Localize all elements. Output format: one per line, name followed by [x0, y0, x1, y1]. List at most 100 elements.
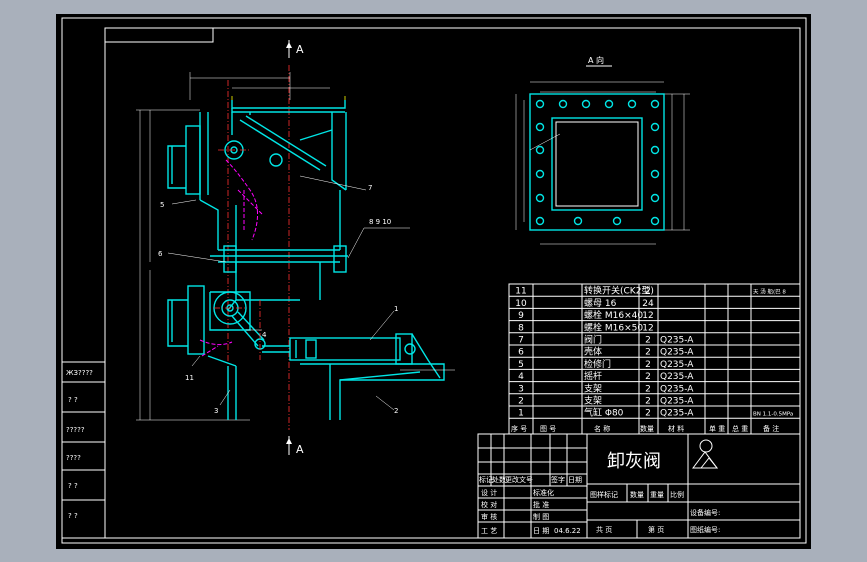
drawing-sheet [56, 14, 811, 549]
bom-cell-name-9: 螺栓 M16×40 [584, 309, 643, 321]
mark-label: 标记 [479, 475, 493, 484]
outer-frame [61, 17, 807, 544]
bom-cell-mat-6: Q235-A [660, 348, 694, 358]
callout-2: 2 [394, 407, 398, 415]
bom-cell-name-10: 螺母 16 [584, 298, 617, 309]
view-a-flange: A 向 [515, 55, 690, 245]
bom-cell-no-8: 8 [518, 323, 524, 333]
scale-label: 比例 [670, 490, 684, 499]
bom-cell-name-2: 支架 [584, 395, 602, 407]
bom-cell-qty-3: 2 [645, 384, 651, 394]
bom-header-total-weight: 总 重 [732, 424, 748, 433]
bom-cell-qty-4: 2 [645, 372, 651, 382]
bom-cell-qty-11: 2 [645, 287, 651, 297]
bom-cell-note-1: BN 1.1-0.5MPa [753, 412, 793, 418]
bom-cell-name-3: 支架 [584, 382, 602, 394]
equipment-number-label: 设备编号: [690, 508, 720, 517]
role-approve: 批 准 [533, 500, 549, 509]
flange-opening [551, 117, 643, 211]
callout-7: 7 [368, 184, 372, 192]
bom-cell-name-1: 气缸 Φ80 [584, 407, 624, 419]
bom-cell-name-11: 转换开关(CK2型) [584, 285, 654, 297]
bom-cell-no-1: 1 [518, 409, 524, 419]
role-draft: 制 图 [533, 512, 549, 521]
bom-cell-no-3: 3 [518, 384, 524, 394]
stage-label: 图样标记 [590, 490, 618, 499]
weight-label: 重量 [650, 491, 664, 499]
corner-box [104, 27, 214, 43]
bom-header-note: 备 注 [763, 424, 779, 433]
bom-cell-no-4: 4 [518, 372, 524, 382]
bom-cell-no-5: 5 [518, 360, 524, 370]
bom-header-no: 序 号 [511, 424, 527, 433]
view-a-label: A 向 [588, 55, 604, 65]
callout-8-9-10: 8 9 10 [369, 218, 391, 226]
flange-outline [529, 93, 665, 231]
drawing-number-label: 图纸编号: [690, 525, 720, 534]
bom-cell-qty-6: 2 [645, 348, 651, 358]
bom-cell-qty-10: 24 [642, 299, 654, 309]
bom-cell-mat-5: Q235-A [660, 360, 694, 370]
bom-header-material: 材 料 [668, 424, 684, 433]
bom-cell-qty-5: 2 [645, 360, 651, 370]
bom-cell-qty-2: 2 [645, 397, 651, 407]
strip-text-1: ЖЗ???? [66, 369, 93, 377]
date-label: 日期 [568, 476, 582, 484]
bom-cell-no-10: 10 [515, 299, 527, 309]
role-check: 校 对 [481, 500, 497, 509]
total-sheets-label: 共 页 [596, 525, 612, 534]
strip-text-4: ???? [66, 454, 81, 462]
bom-cell-name-7: 阀门 [584, 334, 602, 346]
title-block: 标记 处数 更改文号 签字 日期 设 计 校 对 审 核 工 艺 标准化 批 准… [477, 433, 801, 539]
role-standard: 标准化 [533, 488, 554, 497]
bom-cell-qty-9: 12 [642, 311, 653, 321]
left-strip: ЖЗ???? ? ? ????? ???? ? ? ? ? [61, 361, 106, 539]
bom-cell-name-4: 摇杆 [584, 370, 602, 382]
strip-text-3: ????? [66, 426, 85, 434]
bom-header-name: 名 称 [594, 424, 610, 433]
strip-text-5: ? ? [68, 482, 78, 490]
quantity-label: 数量 [630, 490, 644, 499]
inner-frame [104, 27, 801, 539]
callout-4: 4 [262, 331, 267, 339]
bom-cell-no-7: 7 [518, 336, 524, 346]
bom-cell-no-2: 2 [518, 397, 524, 407]
sign-label: 签字 [551, 475, 565, 484]
section-mark-top: A [296, 43, 304, 56]
role-review: 审 核 [481, 512, 497, 521]
callout-5: 5 [160, 201, 164, 209]
sheet-number-label: 第 页 [648, 525, 664, 534]
role-date: 日 期 [533, 527, 549, 535]
drawing-title: 卸灰阀 [607, 451, 661, 472]
bom-cell-name-8: 螺栓 M16×50 [584, 321, 643, 333]
main-elevation-view: A A [136, 40, 455, 456]
bom-cell-qty-1: 2 [645, 409, 651, 419]
company-logo [692, 439, 719, 469]
bom-cell-no-9: 9 [518, 311, 524, 321]
bom-cell-mat-4: Q235-A [660, 372, 694, 382]
bom-cell-mat-1: Q235-A [660, 409, 694, 419]
callout-1: 1 [394, 305, 398, 313]
bom-cell-no-6: 6 [518, 348, 524, 358]
bom-cell-note-11: 天 汤 船(巴 8 [753, 288, 786, 296]
bom-cell-name-6: 壳体 [584, 346, 602, 358]
strip-text-2: ? ? [68, 396, 78, 404]
change-doc-label: 更改文号 [505, 475, 533, 484]
bom-cell-mat-3: Q235-A [660, 384, 694, 394]
bom-header-qty: 数量 [640, 424, 654, 433]
role-process: 工 艺 [481, 527, 497, 535]
strip-text-6: ? ? [68, 512, 78, 520]
bom-cell-mat-2: Q235-A [660, 397, 694, 407]
bom-header-drawing: 图 号 [540, 425, 556, 433]
bom-cell-no-11: 11 [515, 287, 526, 297]
drawing-date: 04.6.22 [554, 527, 581, 535]
callout-6: 6 [158, 250, 163, 258]
bolt-holes [535, 99, 660, 226]
bom-cell-mat-7: Q235-A [660, 336, 694, 346]
role-design: 设 计 [481, 488, 497, 497]
section-mark-bottom: A [296, 443, 304, 456]
callout-11: 11 [185, 374, 194, 382]
bom-cell-name-5: 检修门 [584, 358, 611, 370]
